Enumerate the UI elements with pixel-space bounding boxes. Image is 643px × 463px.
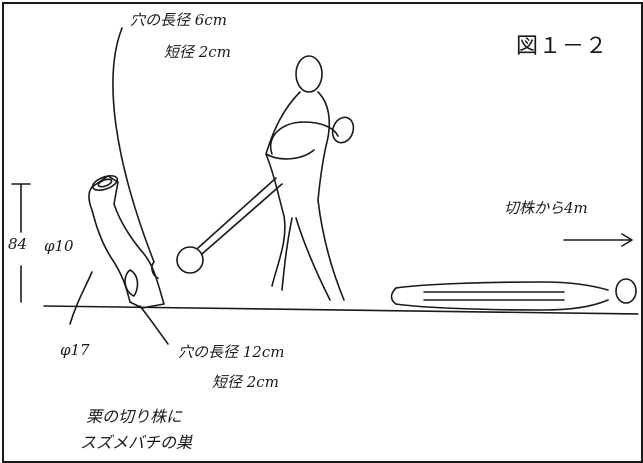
height-marker — [11, 183, 31, 303]
stump-top-diameter-label: φ10 — [44, 237, 74, 255]
pole — [197, 177, 283, 255]
caption-line2: スズメバチの巣 — [80, 433, 193, 452]
leader-line-bottom — [139, 305, 169, 345]
person-figure — [265, 55, 355, 301]
figure-label: 図１－２ — [516, 33, 609, 58]
stump-height-label: 84 — [8, 235, 28, 253]
direction-arrow — [563, 233, 633, 247]
distance-note: 切株から4m — [504, 199, 588, 217]
caption-line1: 栗の切り株に — [86, 407, 183, 426]
base-hole-note-line1: 穴の長径 12cm — [178, 343, 285, 361]
net-hoop — [176, 246, 204, 274]
tree-stump — [88, 175, 165, 309]
leader-line-base-dia — [69, 271, 93, 325]
top-hole-note-line2: 短径 2cm — [164, 43, 231, 61]
lying-person — [390, 278, 637, 311]
base-hole-note-line2: 短径 2cm — [212, 373, 279, 391]
leader-line-top — [112, 27, 155, 263]
stump-base-diameter-label: φ17 — [60, 341, 90, 359]
sketch-drawing — [11, 27, 639, 345]
top-hole-note-line1: 穴の長径 6cm — [130, 11, 227, 29]
